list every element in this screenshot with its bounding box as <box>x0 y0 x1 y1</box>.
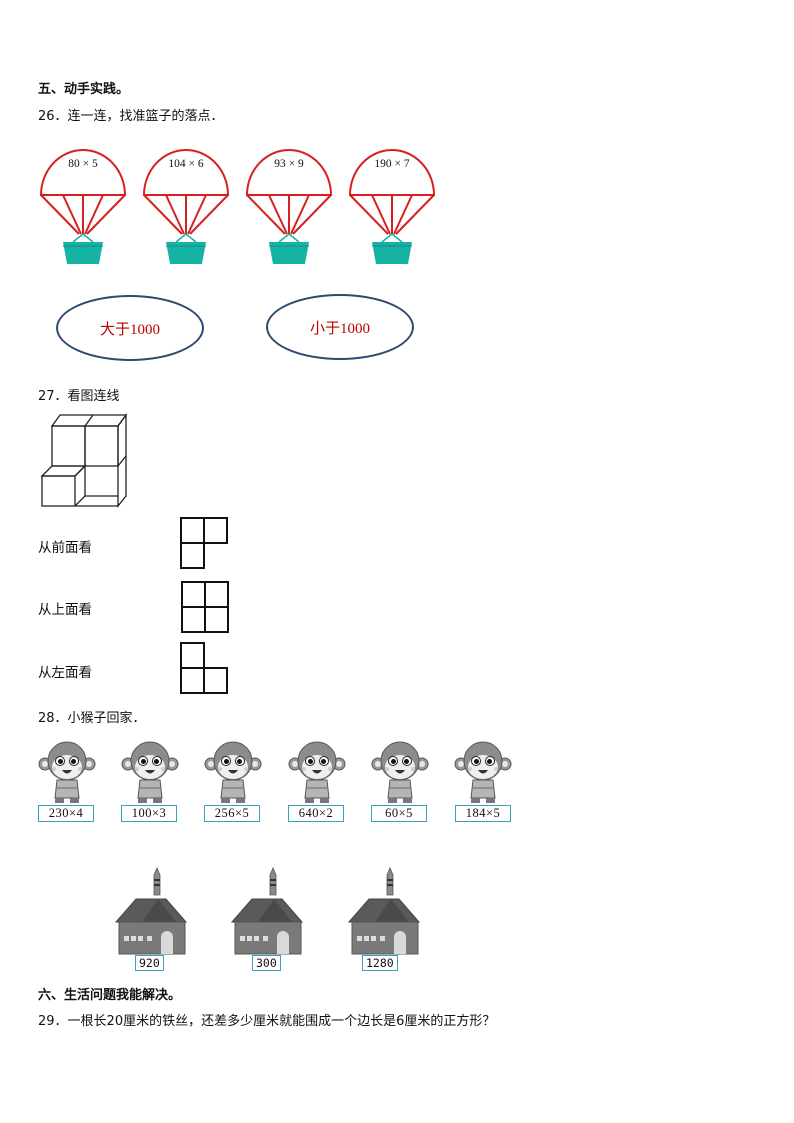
house-1[interactable] <box>115 867 187 955</box>
monkey-expr-6: 184×5 <box>455 805 511 822</box>
target-oval-less[interactable]: 小于1000 <box>266 294 414 360</box>
monkey-expr-5: 60×5 <box>371 805 427 822</box>
parachute-expr-4: 190 × 7 <box>374 158 410 170</box>
house-value-1: 920 <box>135 955 164 971</box>
monkey-expr-3: 256×5 <box>204 805 260 822</box>
question-29-text: 29．一根长20厘米的铁丝，还差多少厘米就能围成一个边长是6厘米的正方形？ <box>38 1014 496 1029</box>
monkey-5[interactable] <box>371 741 429 804</box>
monkey-3[interactable] <box>204 741 262 804</box>
target-label-less: 小于1000 <box>309 320 370 337</box>
house-2[interactable] <box>231 867 303 955</box>
parachute-group <box>40 149 435 265</box>
cube-solid-figure <box>40 413 128 508</box>
view-shape-c[interactable] <box>180 642 228 694</box>
monkey-expr-2: 100×3 <box>121 805 177 822</box>
parachute-expr-3: 93 × 9 <box>274 158 304 170</box>
view-label-front[interactable]: 从前面看 <box>38 540 92 556</box>
monkey-2[interactable] <box>121 741 179 804</box>
parachute-expr-1: 80 × 5 <box>68 158 98 170</box>
house-value-2: 300 <box>252 955 281 971</box>
section-5-title: 五、动手实践。 <box>38 82 130 97</box>
monkey-expr-4: 640×2 <box>288 805 344 822</box>
parachute-expr-2: 104 × 6 <box>168 158 204 170</box>
view-shape-a[interactable] <box>180 517 228 569</box>
monkey-1[interactable] <box>38 741 96 804</box>
section-6-title: 六、生活问题我能解决。 <box>38 988 182 1003</box>
monkey-expr-1: 230×4 <box>38 805 94 822</box>
monkey-4[interactable] <box>288 741 346 804</box>
view-shapes <box>180 517 229 694</box>
view-label-left[interactable]: 从左面看 <box>38 665 92 681</box>
monkey-6[interactable] <box>454 741 512 804</box>
house-group <box>115 867 420 955</box>
house-value-3: 1280 <box>362 955 398 971</box>
view-label-top[interactable]: 从上面看 <box>38 602 92 618</box>
question-28-text: 28．小猴子回家． <box>38 711 146 726</box>
house-3[interactable] <box>348 867 420 955</box>
view-shape-b[interactable] <box>181 581 229 633</box>
monkey-group <box>38 741 512 804</box>
question-26-text: 26．连一连，找准篮子的落点． <box>38 109 224 124</box>
target-oval-greater[interactable]: 大于1000 <box>56 295 204 361</box>
question-27-text: 27．看图连线 <box>38 389 120 404</box>
target-label-greater: 大于1000 <box>99 321 160 338</box>
